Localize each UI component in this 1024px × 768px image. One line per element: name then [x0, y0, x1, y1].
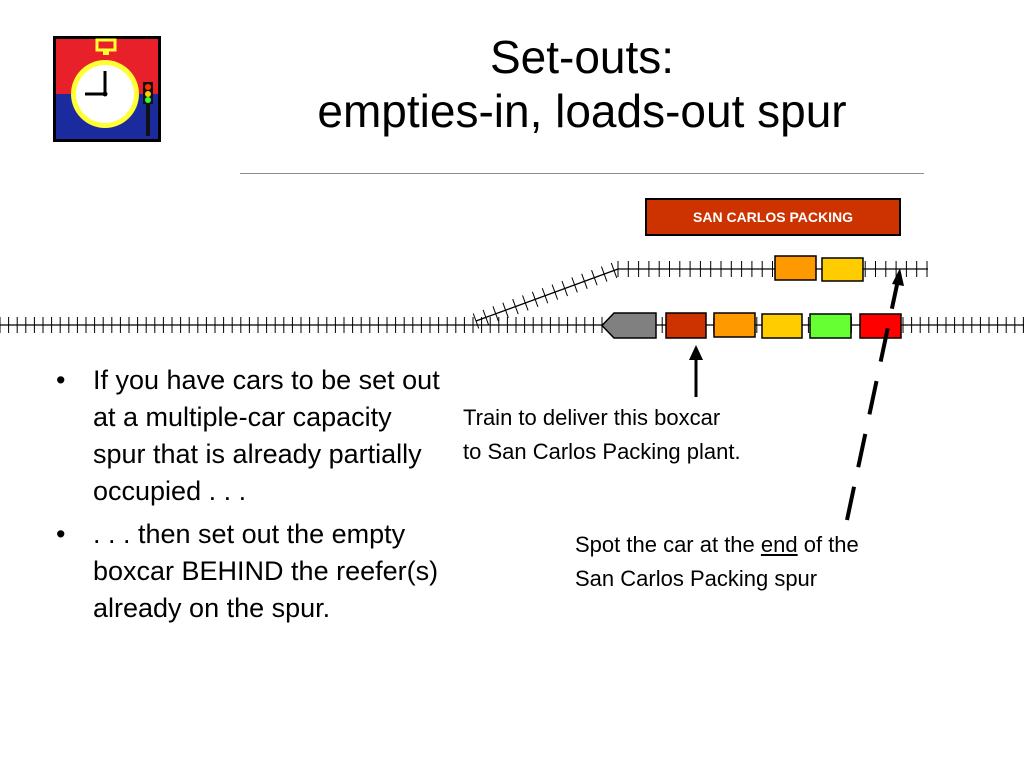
- deliver-line-2: to San Carlos Packing plant.: [463, 439, 741, 464]
- track-segment: [571, 277, 578, 293]
- stopwatch-logo-icon: [53, 36, 161, 142]
- track-segment: [561, 280, 568, 297]
- deliver-arrow: [689, 345, 703, 397]
- track-segment: [482, 309, 490, 326]
- deliver-callout: Train to deliver this boxcar to San Carl…: [463, 401, 741, 469]
- spot-callout: Spot the car at the end of the San Carlo…: [575, 528, 859, 596]
- bullet-item: If you have cars to be set out at a mult…: [50, 362, 450, 510]
- train-car-5: [859, 313, 902, 339]
- title-line-1: Set-outs:: [489, 31, 675, 83]
- san-carlos-packing-label: SAN CARLOS PACKING: [645, 198, 901, 236]
- track-segment: [531, 291, 539, 308]
- spur-cars: [774, 255, 864, 282]
- bullet-item: . . . then set out the empty boxcar BEHI…: [50, 516, 450, 627]
- spur-car-2: [821, 257, 864, 282]
- spot-line-1: Spot the car at the end of the: [575, 528, 859, 562]
- spot-before: Spot the car at the: [575, 532, 761, 557]
- train-car-3: [761, 313, 803, 339]
- spot-after: of the: [797, 532, 859, 557]
- track-segment: [472, 313, 480, 329]
- track-segment: [541, 288, 549, 304]
- track-segment: [512, 298, 519, 315]
- train-car-4: [809, 313, 852, 339]
- track-segment: [581, 273, 588, 289]
- train-car-2: [713, 312, 756, 338]
- track-segment: [502, 302, 509, 318]
- turnout-track: [472, 262, 619, 329]
- train: [600, 312, 902, 339]
- track-segment: [591, 269, 598, 286]
- spot-underlined-end: end: [760, 532, 798, 557]
- title-divider: [240, 173, 924, 174]
- title-line-2: empties-in, loads-out spur: [317, 85, 847, 137]
- deliver-line-1: Train to deliver this boxcar: [463, 405, 721, 430]
- track-segment: [551, 284, 559, 300]
- track-segment: [600, 266, 608, 282]
- bullet-list: If you have cars to be set out at a mult…: [50, 362, 450, 633]
- spot-dashed-arrow: [845, 268, 904, 521]
- spot-line-2: San Carlos Packing spur: [575, 566, 818, 591]
- track-segment: [610, 262, 618, 279]
- spur-car-1: [774, 255, 817, 281]
- track-segment: [492, 306, 499, 322]
- locomotive: [600, 312, 657, 339]
- spur-track: [617, 261, 928, 277]
- track-segment: [522, 295, 529, 311]
- train-car-1-boxcar: [665, 312, 707, 339]
- slide-title: Set-outs: empties-in, loads-out spur: [240, 30, 924, 138]
- track-segment: [475, 268, 619, 322]
